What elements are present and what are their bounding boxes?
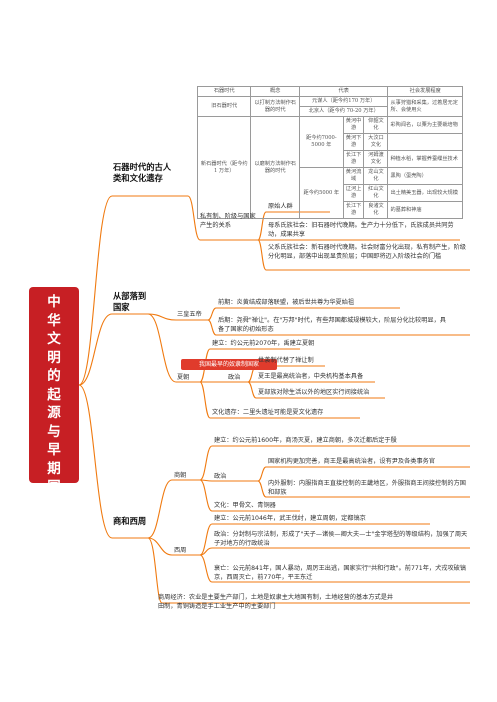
table-row: 长江下游 良渚文化 的墓葬和神庙 [198,201,463,219]
branch-tribe-to-state: 从部落到国家 [113,291,147,312]
node-zhou-founded: 建立：公元前1046年，武王伐纣，建立周朝，定都镐京 [214,515,366,522]
concept-cell: 以磨制方法制作石器的时代 [250,116,300,219]
header-cell: 概念 [250,86,300,97]
node-tf-early: 前期：炎黄结成部落联盟，被后世共尊为华夏始祖 [218,299,355,306]
node-inner-outer-service: 内外服制：内服指商王直接控制的王畿地区，外服指商王间接控制的方国和部族 [268,480,466,496]
level-cell: 黑陶（蛋壳陶） [387,167,463,185]
table-header-row: 石器时代 概念 代表 社会发展程度 [196,86,463,97]
branch-shang-zhou: 商和西周 [113,516,147,526]
node-shang-zhou-economy: 商周经济：农业是主要生产部门，土地是奴隶主大地国有制，土地经营的基本方式是井田制… [158,594,394,610]
culture-cell: 仰韶文化 [363,116,389,134]
root-char: 文 [47,331,61,347]
region-cell: 长江下游 [342,150,365,168]
node-shang-founded: 建立：约公元前1600年，商汤灭夏，建立商朝，多次迁都后定于殷 [214,437,397,444]
era-cell: 旧石器时代 [196,96,252,117]
level-cell: 出土精美玉器，出现较大规模 [387,184,463,202]
node-shang-politics: 政治 [214,473,227,480]
culture-cell: 良渚文化 [363,201,389,219]
branch-curves [78,195,470,604]
node-xia: 夏朝 [177,374,190,381]
highlight-badge: 我国最早的奴隶制国家 [181,359,277,370]
period-cell: 距今约5000 年 [298,167,344,219]
root-char: 期 [47,460,61,477]
region-cell: 黄河中游 [342,116,365,134]
level-cell: 种植水稻，掌握养蚕缫丝技术 [387,150,463,168]
root-char: 华 [47,312,61,329]
concept-cell: 以打制方法制作石器的时代 [250,96,300,117]
root-char: 国 [47,479,61,495]
table-row: 新石器时代（距今约1 万年） 以磨制方法制作石器的时代 距今约7000-5000… [196,116,463,219]
table-row: 距今约5000 年 黄河流域 龙山文化 黑陶（蛋壳陶） [198,167,463,219]
node-tf-late: 后期：尧舜"禅让"。在"万邦"时代，有些邦国都城规模较大，阶层分化比较明显，具备… [218,317,446,333]
node-shang-culture: 文化：甲骨文、青铜器 [214,502,276,509]
root-char: 起 [47,386,61,403]
era-cell: 新石器时代（距今约1 万年） [196,116,252,219]
node-zhou: 西周 [174,547,187,554]
root-char: 源 [47,405,61,421]
node-patrilineal: 父系氏族社会：新石器时代晚期。社会财富分化出现，私有制产生，阶级分化明显，部落中… [268,244,466,260]
culture-cell: 河姆渡文化 [363,150,389,168]
root-char: 明 [47,349,61,366]
node-shang-institutions: 国家机构更加完善，商王是最高统治者，设有尹及各类事务官 [268,458,436,465]
node-xia-indirect: 夏部族对除生活以外的地区实行间接统治 [258,389,370,396]
node-matrilineal: 母系氏族社会：旧石器时代晚期。生产力十分低下，氏族成员共同劳动，成果共享 [268,222,454,238]
table-row: 黄河下游 大汶口文化 [198,133,463,151]
node-xia-king: 夏王是最高统治者，中央机构基本具备 [258,373,364,380]
root-char: 中 [47,294,61,310]
region-cell: 黄河流域 [342,167,365,185]
node-xia-culture: 文化遗存：二里头遗址可能是夏文化遗存 [212,409,324,416]
node-hereditary: 世袭制代替了禅让制 [258,357,314,364]
culture-cell: 龙山文化 [363,167,389,185]
node-xia-founded: 建立：约公元前2070年，禹建立夏朝 [212,340,315,347]
header-cell: 社会发展程度 [387,86,463,97]
level-cell: 的墓葬和神庙 [387,201,463,219]
period-cell: 距今约7000-5000 年 [298,116,344,168]
root-node-title: 中 华 文 明 的 起 源 与 早 期 国 家 [29,287,79,514]
branch-stone-age: 石器时代的古人类和文化遗存 [113,162,172,183]
region-cell: 黄河下游 [342,133,365,151]
node-three-five: 三皇五帝 [177,311,202,318]
root-char: 家 [47,497,61,514]
node-private-ownership: 私有制、阶级与国家产生的关系 [200,213,256,229]
culture-cell: 大汶口文化 [363,133,389,151]
node-zhou-decline: 衰亡：公元前841年，国人暴动，周厉王出逃，国家实行"共和行政"。前771年，犬… [214,565,467,581]
rep-cell: 北京人（距今约 70-20 万年） [298,106,389,117]
culture-cell: 红山文化 [363,184,389,202]
header-cell: 石器时代 [196,86,252,97]
level-cell: 彩陶闻名，以粟为主要栽培物 [387,116,463,134]
level-cell: 从事狩猎和采集，过着居无定所、会使用火 [387,96,463,117]
table-row: 旧石器时代 以打制方法制作石器的时代 元谋人（距今约170 万年） 从事狩猎和采… [196,96,463,117]
node-shang: 商朝 [174,472,187,479]
header-cell: 代表 [298,86,389,97]
node-xia-politics: 政治 [228,374,241,381]
region-cell: 辽河上游 [342,184,365,202]
rep-cell: 元谋人（距今约170 万年） [298,96,389,107]
root-char: 早 [47,442,61,458]
stone-age-table: 石器时代 概念 代表 社会发展程度 旧石器时代 以打制方法制作石器的时代 元谋人… [196,86,463,219]
node-zhou-politics: 政治：分封制与宗法制，形成了"天子—诸侯—卿大夫—士"金字塔型的等级结构，加强了… [214,531,468,547]
node-primitive-group: 原始人群 [268,203,293,210]
table-row: 长江下游 河姆渡文化 种植水稻，掌握养蚕缫丝技术 [198,150,463,168]
level-cell [387,133,463,151]
root-char: 与 [47,423,61,440]
root-char: 的 [47,368,61,384]
